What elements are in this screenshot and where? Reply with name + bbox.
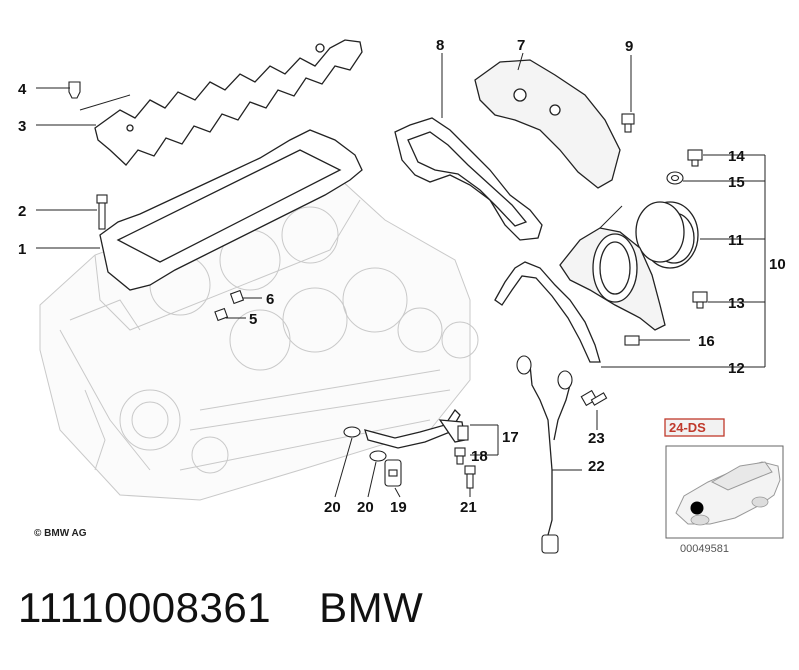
cover-part-7 [474,59,621,189]
bolt-part-18 [454,447,466,465]
callout-19: 19 [390,499,407,516]
callout-16: 16 [698,333,715,350]
ref-image-number: 00049581 [680,543,729,555]
sleeve-part-5 [214,307,229,322]
callout-12: 12 [728,360,745,377]
callout-17: 17 [502,429,519,446]
knock-sensor-part-22 [516,355,573,554]
callout-22: 22 [588,458,605,475]
carrier-part-10 [559,227,666,331]
callout-3: 3 [18,118,26,135]
sleeve-part-6 [229,289,245,305]
gasket-part-8 [394,117,543,241]
leader-lines [36,52,766,498]
callout-6: 6 [266,291,274,308]
seal-part-11 [635,201,699,269]
callout-20: 20 [324,499,341,516]
banjo-bolt-part-19 [384,459,402,487]
plug-part-4 [68,81,81,99]
callout-4: 4 [18,81,27,98]
part-number: 11110008361 [18,584,272,631]
callout-18: 18 [471,448,488,465]
bolt-part-14 [687,149,703,167]
callout-13: 13 [728,295,745,312]
ref-code-box [664,418,725,437]
copyright-text: © BMW AG [34,528,87,539]
callout-10: 10 [769,256,786,273]
callout-1: 1 [18,241,26,258]
callout-5: 5 [249,311,257,328]
callout-9: 9 [625,38,633,55]
reference-box: 24-DS 00049581 [664,418,784,555]
footer-caption: 11110008361 BMW [18,584,423,632]
callout-7: 7 [517,37,525,54]
callout-11: 11 [728,232,744,249]
bolt-part-13 [692,291,708,309]
oil-line-part-17 [364,408,469,449]
bolt-part-21 [464,465,476,489]
dowel-part-16 [624,335,640,346]
callout-21: 21 [460,499,477,516]
sealing-ring-part-20 [343,426,361,438]
callout-8: 8 [436,37,444,54]
bolt-part-23 [580,389,608,407]
callout-numbers: 4 3 2 1 6 5 8 7 9 14 15 11 10 13 16 12 1… [18,37,786,516]
callout-2: 2 [18,203,26,220]
ref-code: 24-DS [669,420,706,435]
callout-15: 15 [728,174,745,191]
callout-14: 14 [728,148,745,165]
washer-part-15 [666,171,684,185]
brand-name: BMW [319,584,424,631]
bolt-part-2 [96,194,108,230]
gasket-part-12 [494,261,601,363]
bolt-part-9 [621,113,635,133]
callout-23: 23 [588,430,605,447]
location-marker-icon [690,501,704,515]
gasket-part-1 [99,129,363,291]
sealing-ring-part-20b [369,450,387,462]
callout-20-b: 20 [357,499,374,516]
gasket-part-3 [94,39,363,166]
